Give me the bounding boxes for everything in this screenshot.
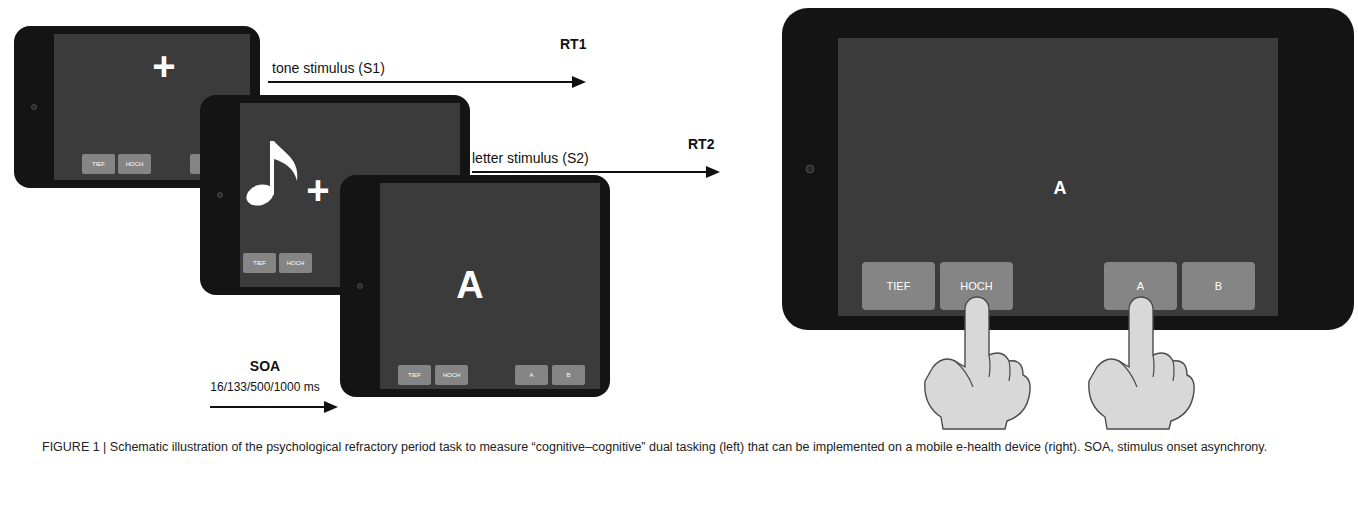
response-button: B xyxy=(552,365,585,385)
timing-label: SOA xyxy=(250,358,280,374)
timeline-arrow xyxy=(210,406,326,408)
screen-stimulus: + xyxy=(152,46,175,86)
button-label: TIEF xyxy=(887,281,911,292)
response-button: TIEF xyxy=(398,365,431,385)
timeline-arrow xyxy=(472,171,708,173)
camera-dot xyxy=(806,165,814,173)
screen-stimulus: A xyxy=(456,266,483,304)
button-label: A xyxy=(529,372,533,378)
screen-stimulus: A xyxy=(1054,179,1067,197)
tablet-screen xyxy=(380,183,600,389)
button-label: TIEF xyxy=(253,260,266,266)
response-button: HOCH xyxy=(118,154,151,174)
tone-note-icon xyxy=(243,141,297,209)
timing-label: 16/133/500/1000 ms xyxy=(210,380,319,394)
button-label: HOCH xyxy=(443,372,461,378)
timing-label: letter stimulus (S2) xyxy=(472,150,589,166)
camera-dot xyxy=(32,105,37,110)
tablet-screen xyxy=(838,38,1278,316)
response-button: TIEF xyxy=(862,262,935,310)
response-button: TIEF xyxy=(82,154,115,174)
screen-stimulus: + xyxy=(306,170,329,210)
tablet-device: A TIEF HOCH A B xyxy=(782,8,1354,330)
timeline-arrow xyxy=(268,81,574,83)
button-label: HOCH xyxy=(287,260,305,266)
button-label: A xyxy=(1137,281,1144,292)
button-label: TIEF xyxy=(408,372,421,378)
button-label: HOCH xyxy=(126,161,144,167)
response-button: B xyxy=(1182,262,1255,310)
arrow-head xyxy=(706,166,720,178)
response-button: A xyxy=(515,365,548,385)
button-label: B xyxy=(566,372,570,378)
figure-caption: FIGURE 1 | Schematic illustration of the… xyxy=(42,438,1322,457)
button-label: HOCH xyxy=(960,281,992,292)
timing-label: RT1 xyxy=(560,36,586,52)
tablet-frame xyxy=(340,175,610,397)
tablet-frame xyxy=(782,8,1354,330)
arrow-head xyxy=(324,401,338,413)
timing-label: tone stimulus (S1) xyxy=(272,60,385,76)
camera-dot xyxy=(358,284,363,289)
response-button: TIEF xyxy=(243,253,276,273)
timing-label: RT2 xyxy=(688,136,714,152)
arrow-head xyxy=(572,76,586,88)
tablet-device: A TIEF HOCH A B xyxy=(340,175,610,397)
response-button: HOCH xyxy=(279,253,312,273)
pointing-hand xyxy=(917,297,1037,433)
pointing-hand xyxy=(1081,297,1201,433)
camera-dot xyxy=(218,193,223,198)
button-label: TIEF xyxy=(92,161,105,167)
button-label: B xyxy=(1215,281,1222,292)
response-button: HOCH xyxy=(435,365,468,385)
